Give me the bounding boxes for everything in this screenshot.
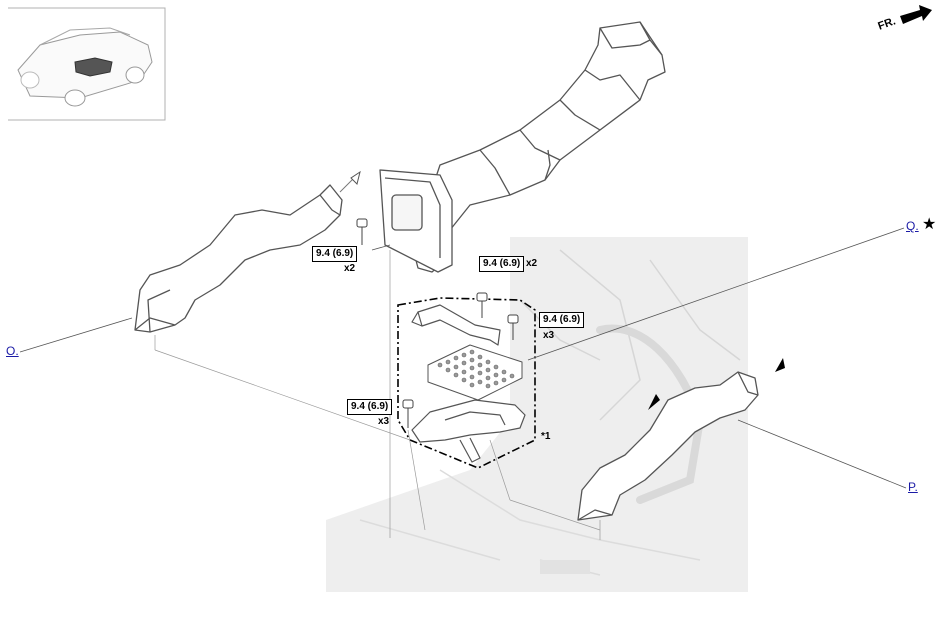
callout-o[interactable]: O. <box>6 344 19 358</box>
construction-lines <box>154 250 601 540</box>
bolt-2 <box>476 292 488 318</box>
note-marker: *1 <box>541 431 551 442</box>
vehicle-thumbnail <box>8 7 166 121</box>
module-unit <box>427 344 523 401</box>
bolt-4 <box>402 399 414 428</box>
callout-q[interactable]: Q. <box>906 219 919 233</box>
duct-o <box>134 184 343 333</box>
star-icon: ★ <box>922 216 937 233</box>
fr-arrow-icon <box>900 5 932 24</box>
bracket-upper <box>411 304 501 346</box>
torque-spec-3: 9.4 (6.9) <box>539 312 585 328</box>
torque-spec-4: 9.4 (6.9) <box>347 399 393 415</box>
callout-p[interactable]: P. <box>908 480 918 494</box>
quantity-1: x2 <box>344 263 356 274</box>
leader-lines <box>19 227 907 489</box>
bolt-3 <box>507 314 519 340</box>
airflow-arrows <box>339 170 785 410</box>
torque-spec-1: 9.4 (6.9) <box>312 246 358 262</box>
quantity-2: x2 <box>526 258 538 269</box>
quantity-3: x3 <box>543 330 555 341</box>
duct-p <box>577 371 759 521</box>
rear-duct-main <box>379 21 666 273</box>
quantity-4: x3 <box>378 416 390 427</box>
bolts <box>356 218 519 428</box>
torque-spec-2: 9.4 (6.9) <box>479 256 525 272</box>
bracket-lower <box>411 399 526 463</box>
subassembly-boundary <box>397 297 536 469</box>
bolt-1 <box>356 218 368 245</box>
